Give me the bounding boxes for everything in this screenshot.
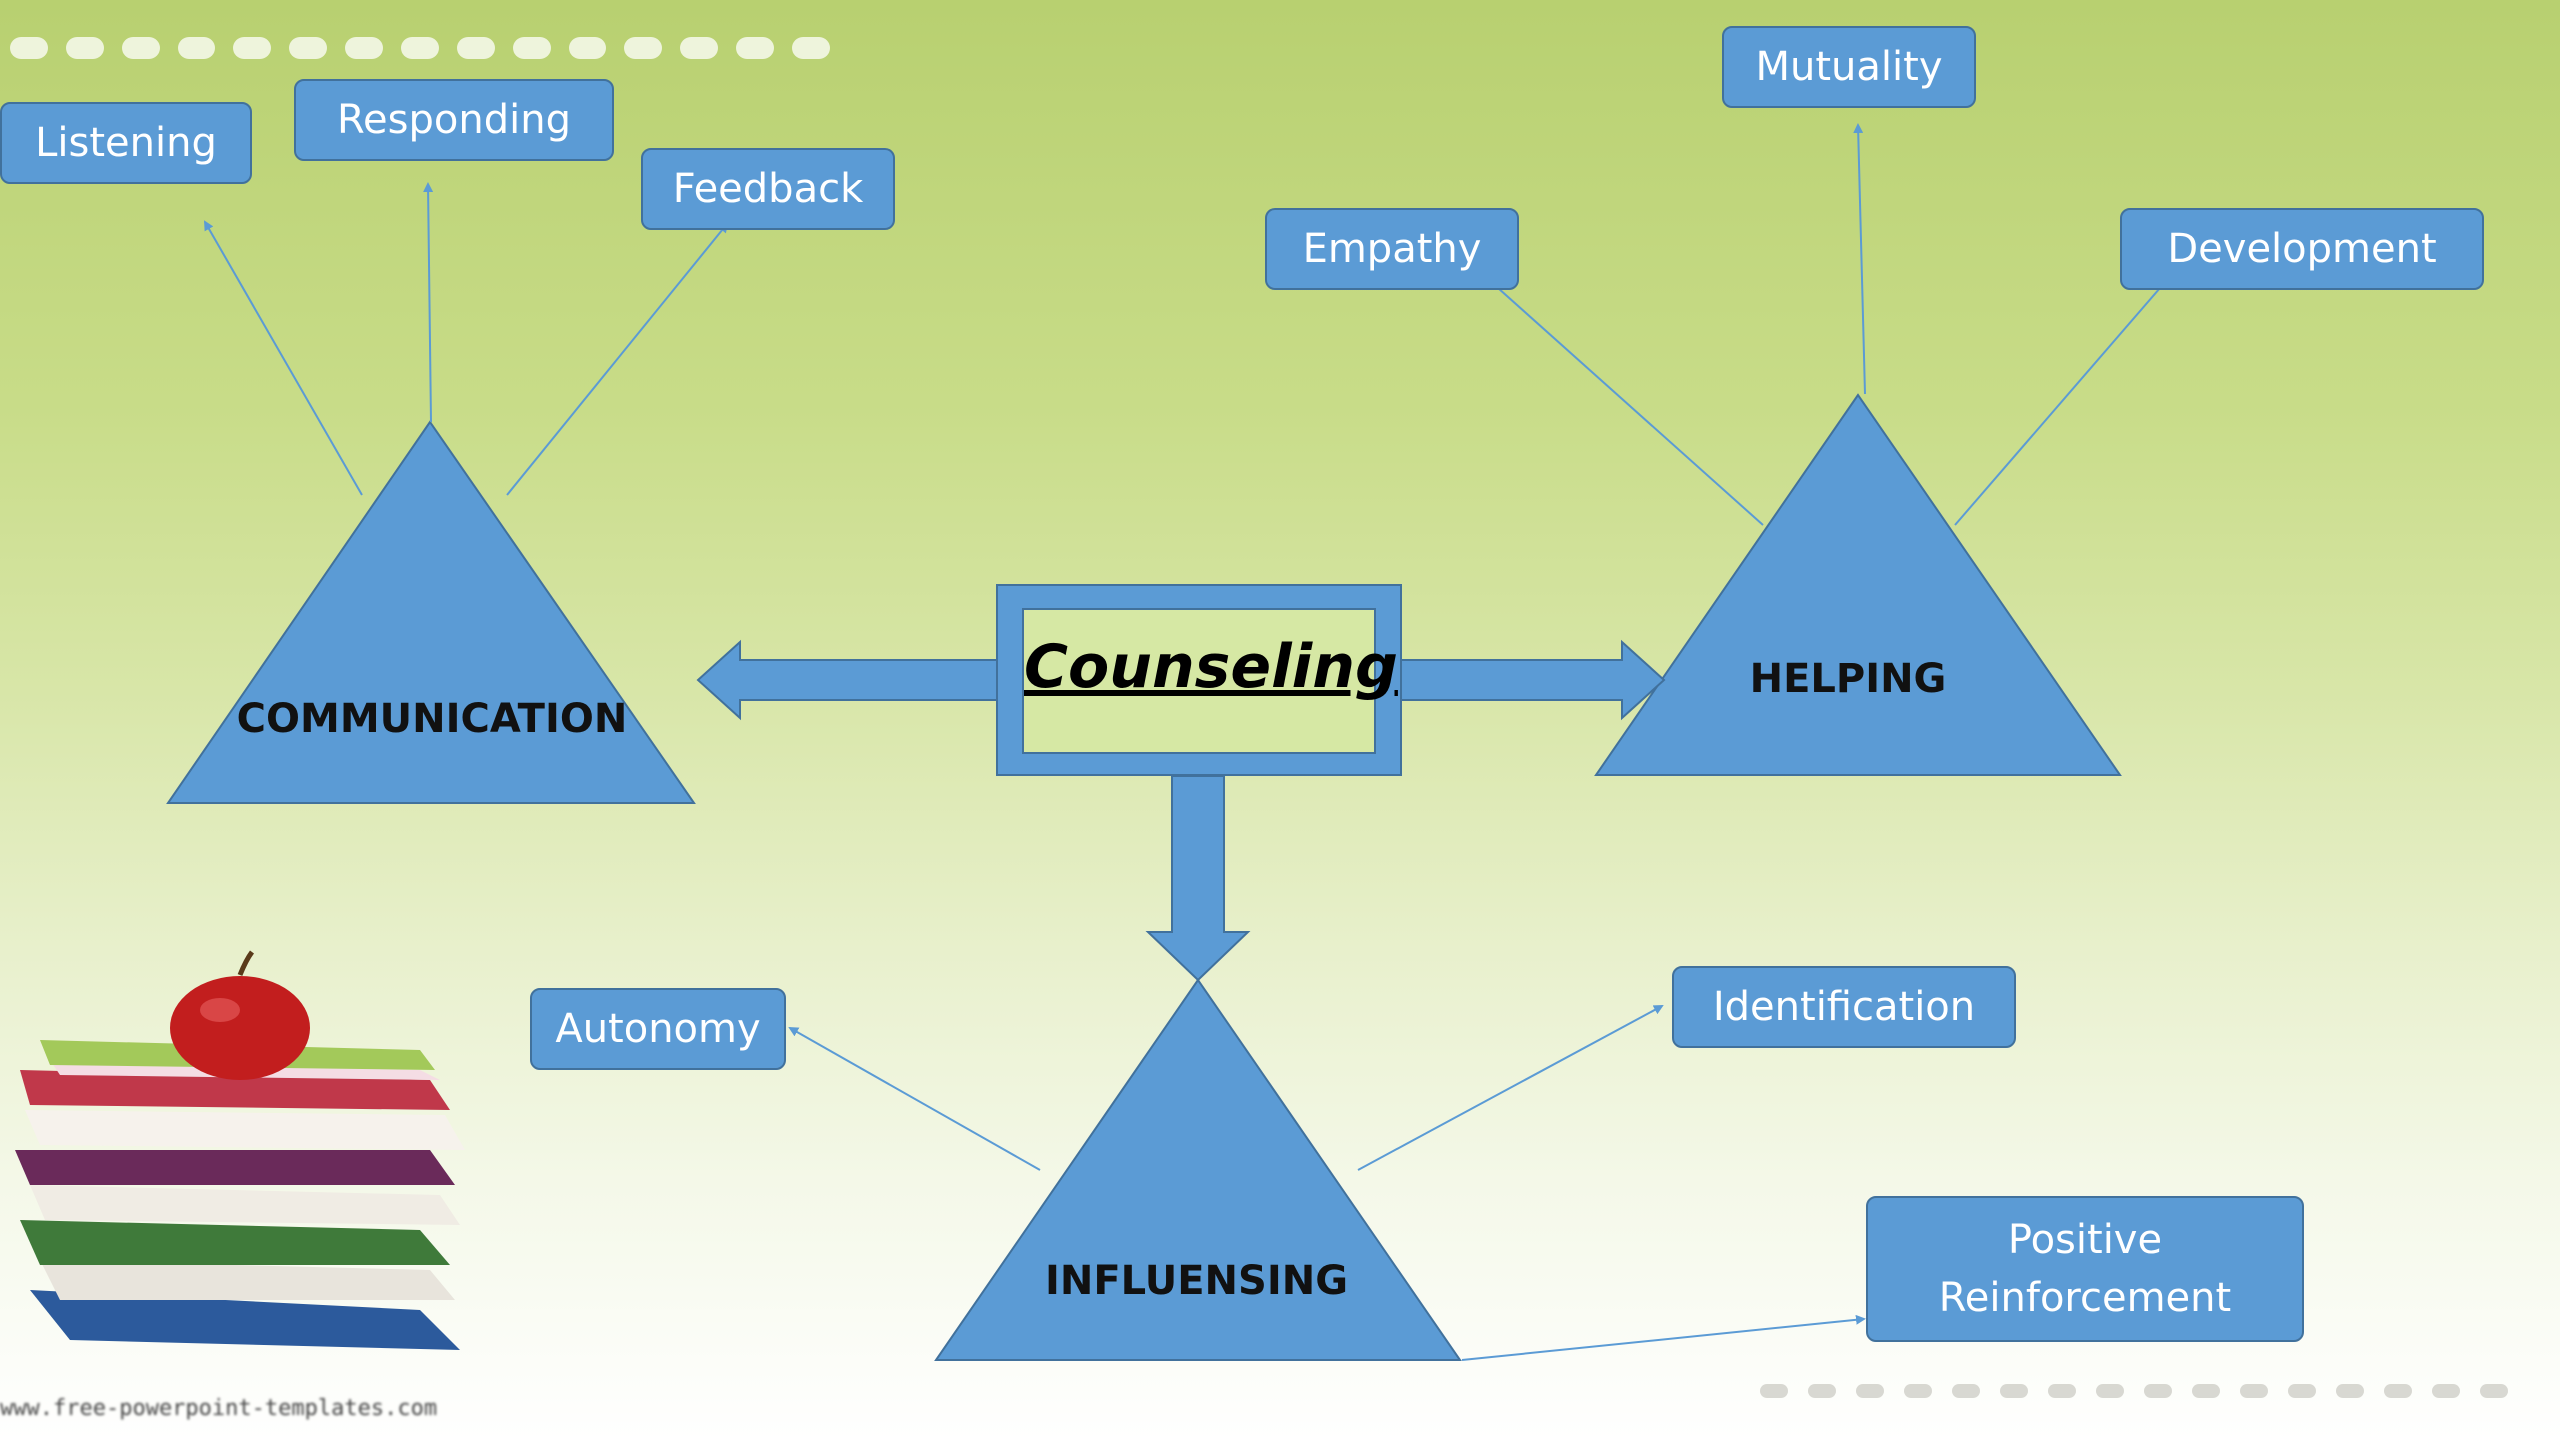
responding-box: Responding [294, 79, 614, 161]
identification-box: Identification [1672, 966, 2016, 1048]
feedback-box: Feedback [641, 148, 895, 230]
development-box: Development [2120, 208, 2484, 290]
positive-reinforcement-box: Positive Reinforcement [1866, 1196, 2304, 1342]
connector-influensing-positive-reinforcement [1461, 1314, 1866, 1361]
connector-helping-mutuality [1853, 123, 1866, 395]
arrow-right-to-helping [1400, 639, 1666, 721]
communication-triangle [166, 420, 696, 804]
books-stack-with-apple-icon [15, 950, 465, 1350]
mutuality-box: Mutuality [1722, 26, 1976, 108]
influensing-triangle [934, 978, 1462, 1361]
arrow-left-to-communication [696, 639, 998, 721]
counseling-title: Counseling [1024, 632, 1398, 702]
decorative-dots-bottom [1760, 1376, 2560, 1406]
connector-communication-feedback [506, 222, 729, 496]
connector-helping-empathy [1497, 287, 1764, 526]
decorative-dots-top [0, 28, 830, 68]
empathy-box: Empathy [1265, 208, 1519, 290]
connector-helping-development [1954, 287, 2161, 526]
connector-communication-responding [423, 182, 434, 423]
footer-url: www.free-powerpoint-templates.com [0, 1396, 438, 1421]
helping-label: HELPING [1749, 656, 1947, 702]
arrow-down-to-influensing [1145, 775, 1251, 982]
counseling-box: Counseling [996, 584, 1402, 776]
communication-label: COMMUNICATION [236, 696, 628, 742]
helping-triangle [1594, 393, 2122, 776]
connector-influensing-autonomy [788, 1027, 1041, 1171]
connector-influensing-identification [1357, 1005, 1664, 1171]
autonomy-box: Autonomy [530, 988, 786, 1070]
connector-communication-listening [204, 220, 363, 496]
influensing-label: INFLUENSING [1045, 1258, 1349, 1304]
listening-box: Listening [0, 102, 252, 184]
counseling-box-inner: Counseling [1022, 608, 1398, 754]
